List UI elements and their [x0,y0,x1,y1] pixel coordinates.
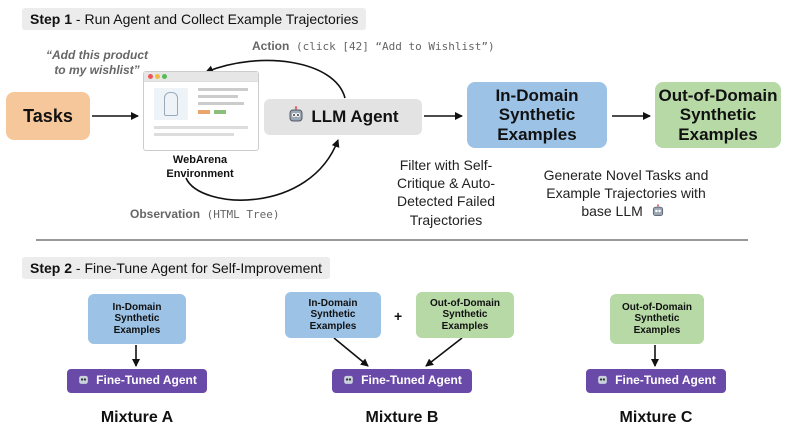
robot-icon [342,373,355,390]
step2-text: - Fine-Tune Agent for Self-Improvement [72,260,323,276]
robot-icon [77,373,90,390]
mixc-fine-tuned-box: Fine-Tuned Agent [586,369,726,393]
mixa-in-domain-label: In-Domain Synthetic Examples [112,301,162,336]
observation-value: (HTML Tree) [200,208,280,221]
arrow-action [205,59,346,99]
action-value: (click [42] “Add to Wishlist”) [289,40,495,53]
generate-caption-text: Generate Novel Tasks and Example Traject… [543,167,709,220]
mixa-in-domain-box: In-Domain Synthetic Examples [88,294,186,344]
observation-title: Observation [130,207,201,221]
task-quote: “Add this product to my wishlist” [46,48,148,77]
in-domain-label: In-Domain Synthetic Examples [495,85,579,144]
mixc-name: Mixture C [619,409,693,426]
browser-window-icon [143,71,259,151]
robot-icon [651,203,665,222]
step2-label: Step 2 [30,260,73,276]
mixa-name: Mixture A [100,409,174,426]
mixa-fine-tuned-box: Fine-Tuned Agent [67,369,207,393]
out-domain-box: Out-of-Domain Synthetic Examples [655,82,781,148]
mixc-out-domain-box: Out-of-Domain Synthetic Examples [610,294,704,344]
action-label: Action (click [42] “Add to Wishlist”) [252,39,495,53]
tasks-label: Tasks [23,105,73,126]
arrow-observation [185,139,340,201]
in-domain-box: In-Domain Synthetic Examples [467,82,607,148]
llm-agent-box: LLM Agent [264,99,422,135]
tasks-box: Tasks [6,92,90,140]
mixb-in-domain-box: In-Domain Synthetic Examples [285,292,381,338]
llm-agent-label: LLM Agent [311,107,399,127]
mixb-plus: + [394,308,403,324]
observation-label: Observation (HTML Tree) [130,207,280,221]
robot-icon [287,106,305,129]
environment-label: WebArena Environment [166,154,234,181]
step1-label: Step 1 [30,11,73,27]
mixa-fine-tuned-label: Fine-Tuned Agent [96,373,197,388]
step1-text: - Run Agent and Collect Example Trajecto… [72,11,359,27]
mixc-fine-tuned-label: Fine-Tuned Agent [615,373,716,388]
arrow-mixb-out [425,337,463,367]
mixb-fine-tuned-label: Fine-Tuned Agent [361,373,462,388]
mixb-in-domain-label: In-Domain Synthetic Examples [308,297,358,332]
mixb-name: Mixture B [365,409,439,426]
filter-caption: Filter with Self-Critique & Auto-Detecte… [396,157,496,228]
generate-caption: Generate Novel Tasks and Example Traject… [536,166,716,222]
robot-icon [596,373,609,390]
step1-banner: Step 1 - Run Agent and Collect Example T… [22,8,367,30]
arrow-mixb-in [333,337,369,367]
out-domain-label: Out-of-Domain Synthetic Examples [658,85,778,144]
mixb-fine-tuned-box: Fine-Tuned Agent [332,369,472,393]
mixc-out-domain-label: Out-of-Domain Synthetic Examples [622,301,692,336]
action-title: Action [252,39,290,53]
step2-banner: Step 2 - Fine-Tune Agent for Self-Improv… [22,257,331,279]
mixb-out-domain-box: Out-of-Domain Synthetic Examples [416,292,514,338]
mixb-out-domain-label: Out-of-Domain Synthetic Examples [430,297,500,332]
